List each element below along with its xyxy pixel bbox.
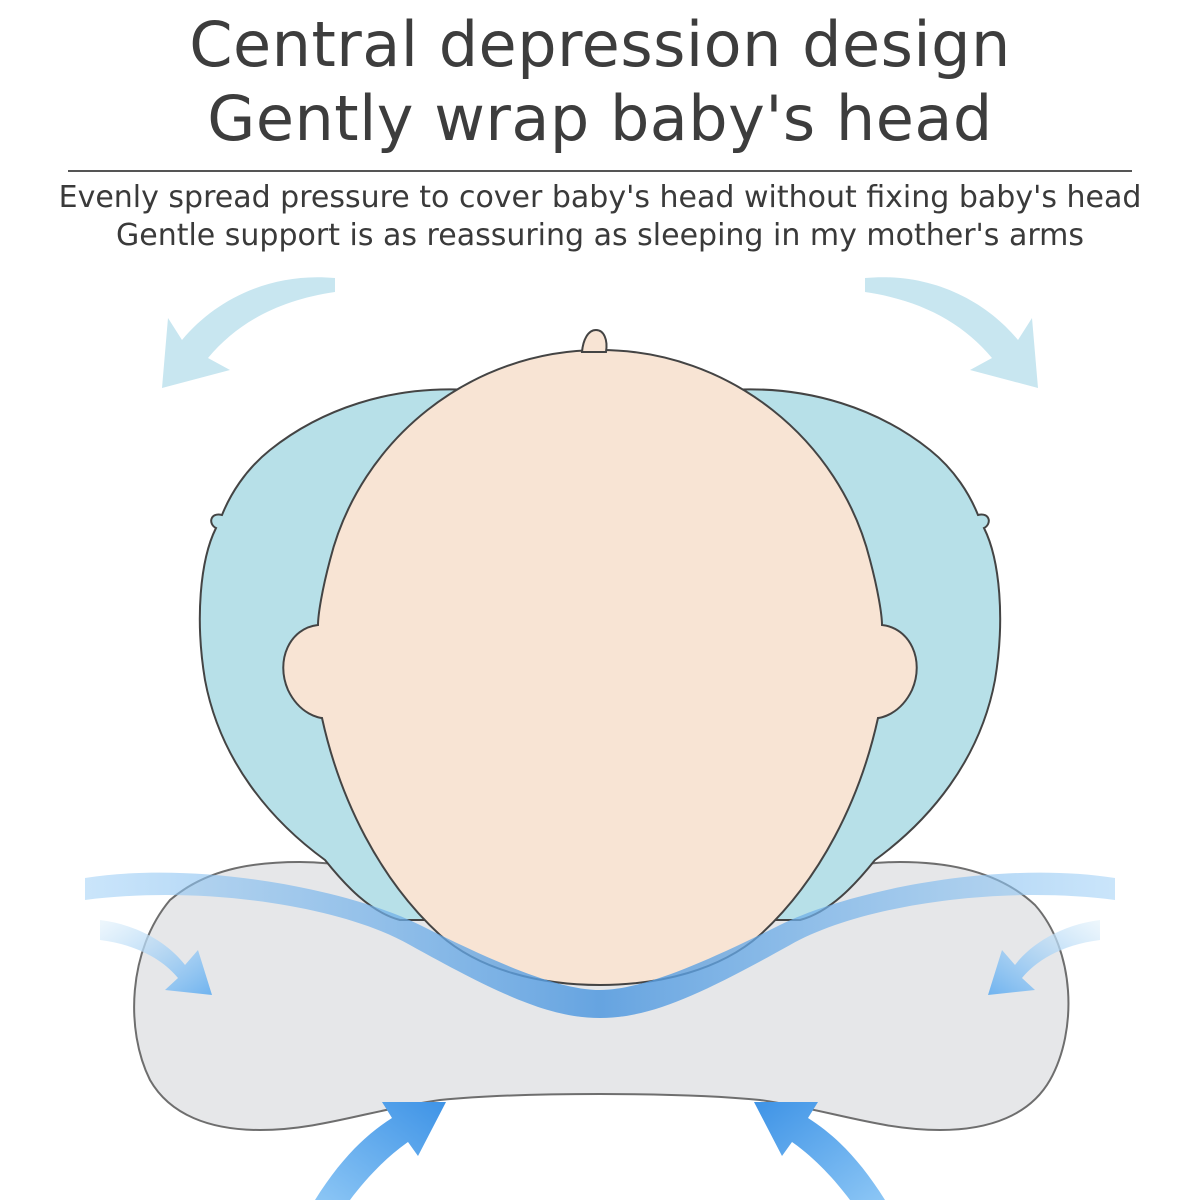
heading-line-2: Gently wrap baby's head (207, 82, 993, 155)
arrow-mid-left-icon (100, 920, 212, 995)
arrow-bottom-right-icon (754, 1102, 885, 1200)
pressure-wave (85, 872, 1115, 1018)
divider (68, 170, 1132, 172)
description-line-1: Evenly spread pressure to cover baby's h… (58, 180, 1142, 215)
arrow-mid-right-icon (988, 920, 1100, 995)
description-line-2: Gentle support is as reassuring as sleep… (115, 218, 1085, 253)
arrow-bottom-left-icon (315, 1102, 446, 1200)
arrow-top-right-icon (865, 277, 1038, 388)
baby-head (282, 328, 918, 987)
arrow-top-left-icon (162, 277, 335, 388)
heading-line-1: Central depression design (189, 8, 1011, 81)
